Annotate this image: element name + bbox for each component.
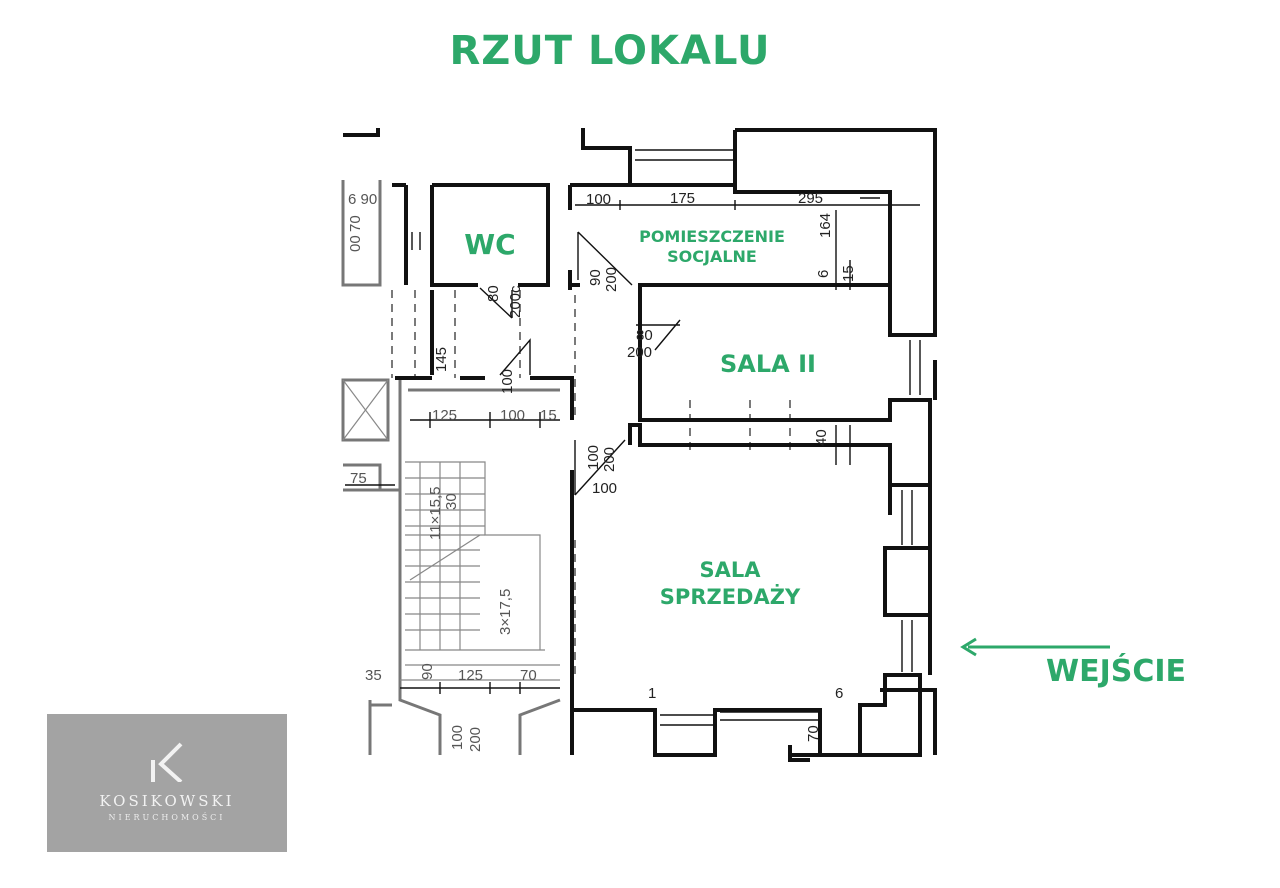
room-sala2: SALA II [720,350,816,378]
dim-15-b: 15 [840,265,857,282]
dim-90: 90 [587,269,604,286]
room-social-line2: SOCJALNE [667,247,757,266]
dim-164: 164 [817,213,834,238]
dim-100-a: 100 [585,445,602,470]
details [345,149,921,726]
dim-125-a: 125 [432,407,457,424]
room-wc: WC [464,228,515,261]
dim-175: 175 [670,190,695,207]
dim-200-a: 200 [603,267,620,292]
corridor-dashes [391,284,890,680]
page-title: RZUT LOKALU [449,28,771,74]
dim-6-90: 6 90 [348,191,377,208]
dim-70-a: 70 [520,667,537,684]
dim-70-c: 70 [347,215,364,232]
stair-treads [405,462,485,650]
dim-200-c: 200 [627,344,652,361]
dim-100-b: 100 [592,480,617,497]
dim-295: 295 [798,190,823,207]
dim-stair-1: 11×15,5 [427,486,444,540]
dim-6-a: 6 [815,270,832,278]
dim-100-d: 100 [449,725,466,750]
room-labels: WC POMIESZCZENIE SOCJALNE SALA II SALA S… [464,227,816,609]
staircase-block [341,180,561,755]
dim-100-c: 100 [500,407,525,424]
room-sales-line1: SALA [699,558,761,582]
dim-125-b: 125 [458,667,483,684]
dim-stair-2: 3×17,5 [497,589,514,635]
room-sales-line2: SPRZEDAŻY [660,584,801,609]
dim-30: 30 [443,493,460,510]
dim-00: 00 [347,235,364,252]
dimension-labels: 100 175 295 164 90 200 80 200c 80 200 10… [347,190,857,752]
dim-6-b: 6 [835,685,843,702]
dim-145: 145 [433,347,450,372]
dim-80-b: 80 [636,327,653,344]
dim-100-door: 100 [499,369,516,394]
walls [343,128,937,762]
dim-200-d: 200 [601,447,618,472]
room-social-line1: POMIESZCZENIE [639,227,785,246]
dim-200c: 200c [507,285,524,318]
entrance-arrow-icon [960,637,1110,657]
dim-70-b: 70 [805,725,822,742]
k-logo-icon [151,742,183,782]
dim-35: 35 [365,667,382,684]
dim-75: 75 [350,470,367,487]
dim-100-top: 100 [586,191,611,208]
logo-name: KOSIKOWSKI [99,792,235,810]
entrance-label: WEJŚCIE [1046,654,1187,689]
dim-90-b: 90 [419,663,436,680]
logo-subtitle: NIERUCHOMOŚCI [108,813,226,822]
dim-40: 40 [813,429,830,446]
dim-80-a: 80 [485,285,502,302]
dim-15: 15 [540,407,557,424]
dim-1-a: 1 [648,685,656,702]
dim-200-e: 200 [467,727,484,752]
company-logo: KOSIKOWSKI NIERUCHOMOŚCI [47,714,287,852]
